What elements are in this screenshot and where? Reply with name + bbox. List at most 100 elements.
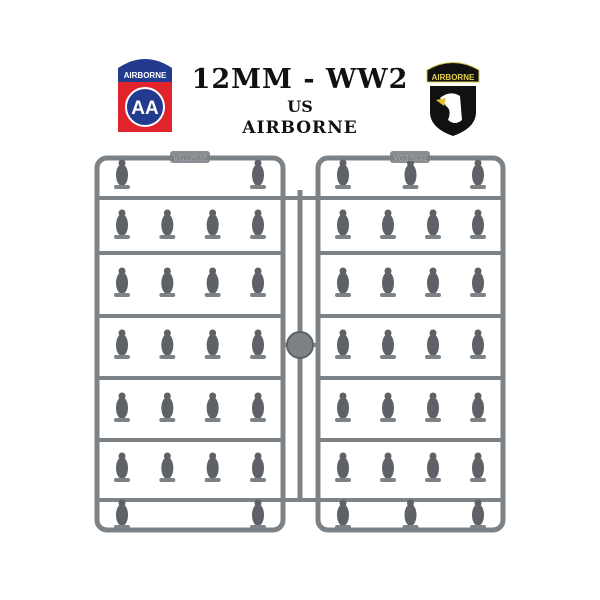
miniature-figure — [337, 457, 349, 479]
miniature-figure — [427, 272, 439, 294]
miniature-base — [425, 235, 441, 239]
miniature-figure — [252, 334, 264, 356]
miniature-base — [159, 478, 176, 482]
miniature-base — [470, 478, 486, 482]
miniature-head — [163, 452, 171, 460]
title-nation: US — [287, 97, 313, 116]
miniature-base — [335, 235, 351, 239]
miniature-figure — [252, 272, 264, 294]
miniature-head — [474, 329, 482, 337]
miniature-base — [470, 293, 486, 297]
miniature-head — [209, 452, 217, 460]
miniature-head — [163, 209, 171, 217]
miniature-base — [204, 293, 221, 297]
miniature-head — [254, 452, 262, 460]
miniature-head — [384, 267, 392, 275]
miniature-head — [209, 329, 217, 337]
miniature-head — [474, 392, 482, 400]
miniature-head — [384, 209, 392, 217]
miniature-figure — [404, 164, 417, 186]
miniature-head — [474, 499, 482, 507]
miniature-base — [470, 185, 486, 189]
miniature-figure — [427, 457, 439, 479]
miniature-figure — [252, 214, 264, 236]
miniature-figure — [472, 504, 484, 526]
miniature-figure — [472, 457, 484, 479]
miniature-base — [425, 293, 441, 297]
miniature-figure — [206, 397, 219, 419]
miniature-figure — [472, 214, 484, 236]
miniature-head — [384, 392, 392, 400]
miniature-base — [425, 418, 441, 422]
miniature-base — [159, 235, 176, 239]
miniature-head — [209, 267, 217, 275]
miniature-base — [159, 293, 176, 297]
miniature-head — [429, 329, 437, 337]
miniature-base — [425, 478, 441, 482]
miniature-base — [250, 418, 266, 422]
miniature-base — [380, 293, 396, 297]
miniature-base — [470, 418, 486, 422]
miniature-figure — [116, 334, 128, 356]
miniature-head — [339, 499, 347, 507]
miniature-figure — [206, 214, 219, 236]
miniature-base — [250, 355, 266, 359]
miniature-head — [429, 267, 437, 275]
miniature-base — [335, 478, 351, 482]
miniature-figure — [161, 397, 174, 419]
miniature-base — [335, 418, 351, 422]
miniature-base — [380, 235, 396, 239]
miniature-base — [470, 525, 486, 529]
miniature-base — [250, 293, 266, 297]
101st-tab-text: AIRBORNE — [432, 73, 475, 82]
miniature-figure — [206, 334, 219, 356]
miniature-base — [425, 355, 441, 359]
miniature-figure — [161, 457, 174, 479]
miniature-head — [254, 159, 262, 167]
miniature-base — [380, 355, 396, 359]
miniature-figure — [252, 504, 264, 526]
miniature-head — [384, 329, 392, 337]
miniature-figure — [252, 164, 264, 186]
miniature-head — [384, 452, 392, 460]
sprue-hub — [286, 331, 314, 359]
miniature-head — [254, 499, 262, 507]
miniature-base — [470, 355, 486, 359]
miniature-base — [114, 185, 130, 189]
miniature-figure — [382, 457, 394, 479]
miniature-base — [159, 418, 176, 422]
miniature-figure — [337, 504, 349, 526]
miniature-base — [402, 185, 419, 189]
sprue-code-left: VG12032 — [173, 154, 207, 163]
miniature-base — [114, 478, 130, 482]
miniature-head — [254, 209, 262, 217]
miniature-base — [114, 418, 130, 422]
82nd-emblem-text: AA — [131, 98, 159, 119]
miniature-head — [118, 267, 126, 275]
miniature-figure — [116, 214, 128, 236]
miniature-head — [407, 499, 414, 507]
miniature-head — [474, 267, 482, 275]
miniature-figure — [116, 504, 128, 526]
miniature-head — [163, 329, 171, 337]
miniature-figure — [427, 334, 439, 356]
miniature-base — [250, 478, 266, 482]
miniature-figure — [337, 272, 349, 294]
miniature-base — [402, 525, 419, 529]
miniature-head — [339, 329, 347, 337]
miniature-figure — [252, 457, 264, 479]
miniature-base — [380, 478, 396, 482]
miniature-figure — [206, 457, 219, 479]
miniature-figure — [116, 457, 128, 479]
miniature-base — [335, 355, 351, 359]
miniature-base — [204, 418, 221, 422]
miniature-figure — [206, 272, 219, 294]
miniature-head — [118, 209, 126, 217]
miniature-base — [470, 235, 486, 239]
miniature-head — [474, 452, 482, 460]
101st-airborne-patch: AIRBORNE — [426, 62, 480, 136]
miniature-base — [204, 235, 221, 239]
miniature-head — [339, 392, 347, 400]
miniature-figure — [337, 334, 349, 356]
